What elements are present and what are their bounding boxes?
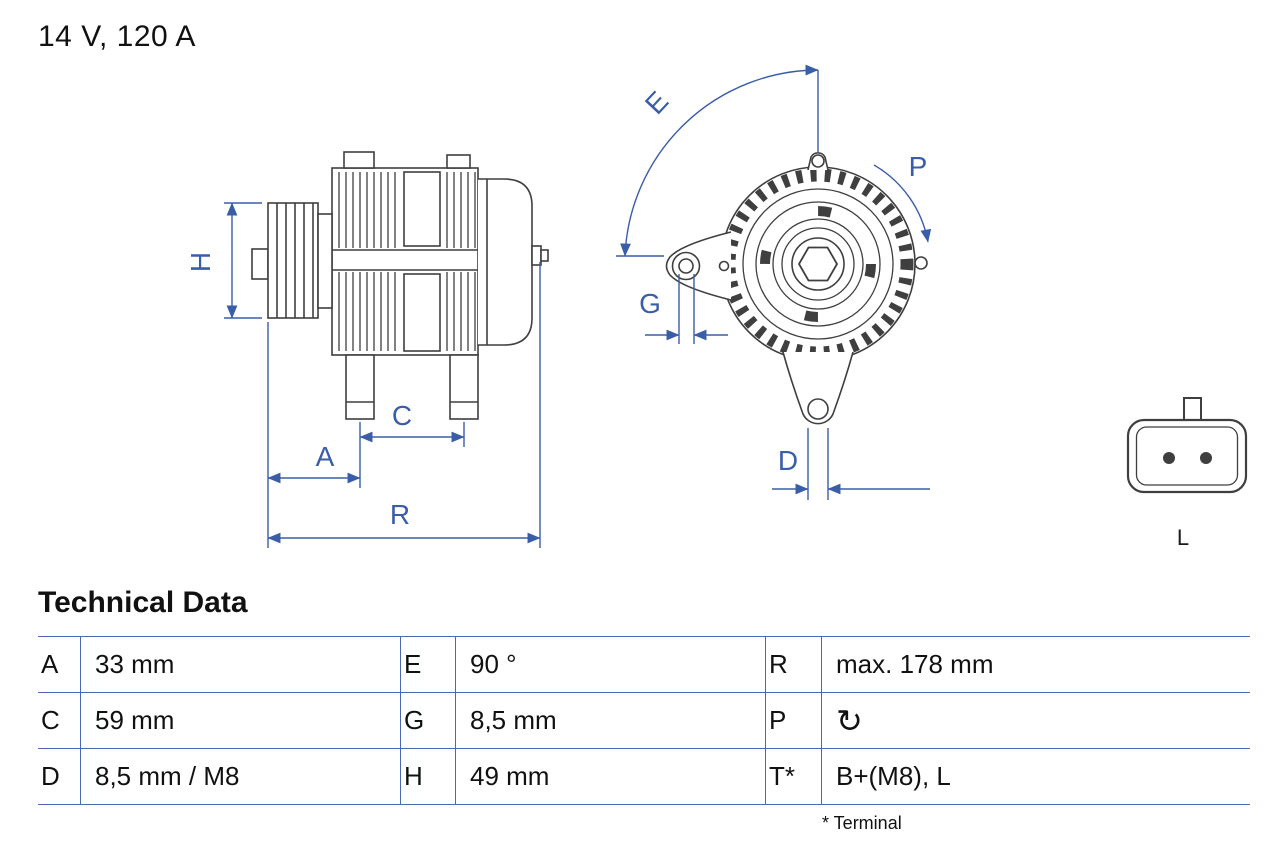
technical-data-section: Technical Data A 33 mm E 90 ° R max. 178… [38,586,1250,834]
dim-value: 8,5 mm [455,693,765,748]
connector-label: L [1177,525,1189,550]
dim-label-c: C [392,400,412,431]
table-row: C 59 mm G 8,5 mm P ↻ [38,692,1250,748]
connector-pin [1163,452,1175,464]
technical-data-title: Technical Data [38,586,248,619]
dim-value: 59 mm [80,693,400,748]
technical-drawing: H A C R E G P D L [185,64,1248,550]
dim-value: 33 mm [80,637,400,692]
connector-pin [1200,452,1212,464]
dim-key: E [400,637,455,692]
dim-value: 8,5 mm / M8 [80,749,400,804]
technical-data-table: A 33 mm E 90 ° R max. 178 mm C 59 mm G 8… [38,636,1250,805]
dim-key: R [765,637,821,692]
connector-plug [1126,397,1248,494]
dim-label-h: H [185,252,216,272]
dim-value: 49 mm [455,749,765,804]
dim-label-r: R [390,499,410,530]
dim-key: P [765,693,821,748]
product-rating-text: 14 V, 120 A [38,20,196,53]
dim-key: C [41,705,60,735]
rotation-clockwise-icon: ↻ [821,693,1250,748]
pulley [267,202,333,319]
dim-label-d: D [778,445,798,476]
dim-label-g: G [639,288,661,319]
front-view [665,152,928,425]
terminal-footnote: * Terminal [822,813,902,833]
dim-label-e: E [639,85,674,120]
dim-key: G [400,693,455,748]
dim-key: D [41,761,60,791]
dim-value: 90 ° [455,637,765,692]
cooling-fins-rear [446,172,476,351]
dim-key: A [41,649,59,679]
cooling-fins-front [338,172,396,351]
bottom-mount-lug [782,351,854,425]
side-view [251,151,549,420]
dim-key: H [400,749,455,804]
dimension-labels: H A C R E G P D [185,85,927,530]
dim-value: B+(M8), L [821,749,1250,804]
dimension-lines [224,64,932,548]
right-terminal [914,256,928,270]
dim-key: T* [765,749,821,804]
dim-label-a: A [316,441,335,472]
shaft-nut [797,246,839,282]
dim-label-p: P [909,151,928,182]
table-row: D 8,5 mm / M8 H 49 mm T* B+(M8), L [38,748,1250,804]
table-row: A 33 mm E 90 ° R max. 178 mm [38,636,1250,692]
dim-value: max. 178 mm [821,637,1250,692]
left-mount-ear [665,231,732,301]
